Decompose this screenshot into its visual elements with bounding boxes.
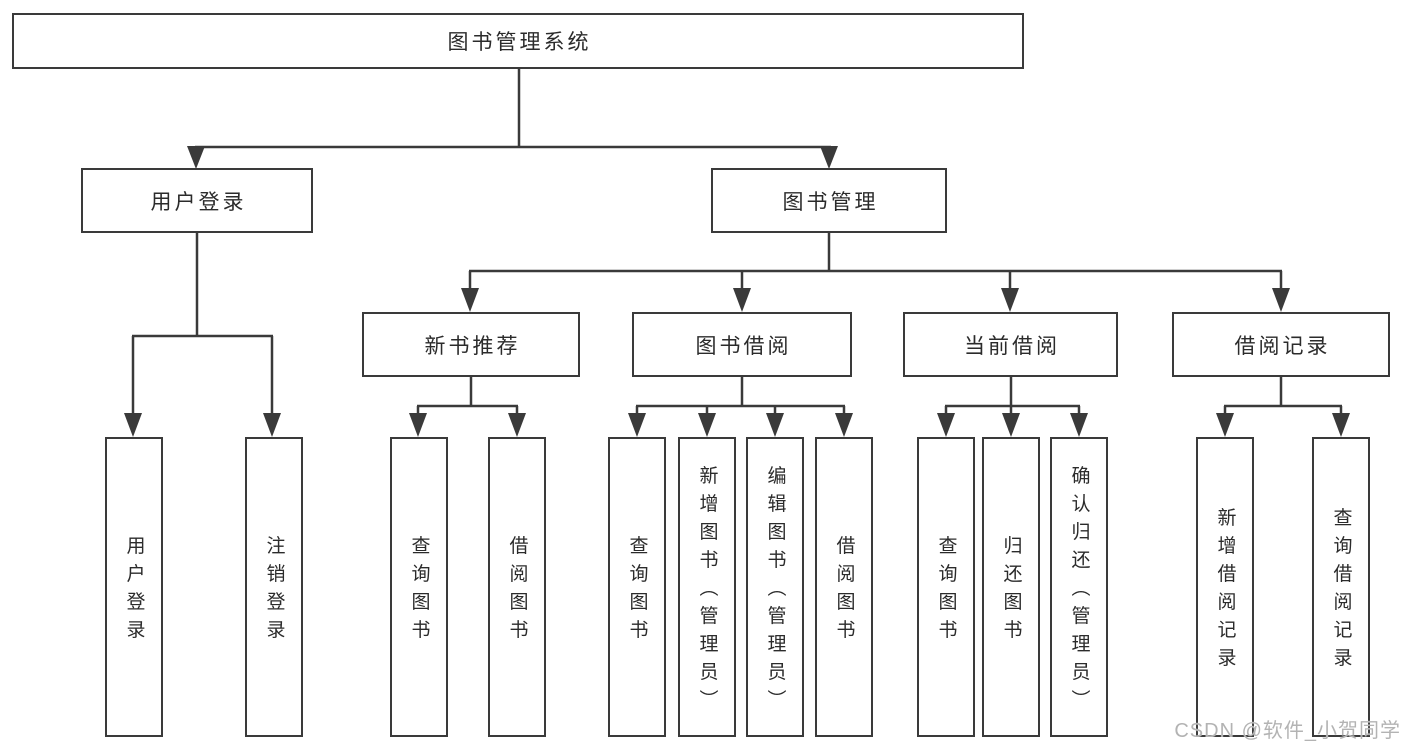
leaf-label: 查询图书 [935,535,957,648]
leaf-label: 归还图书 [1000,535,1022,648]
leaf-user-login: 用户登录 [105,437,163,737]
connector-records-to-leaves [1223,377,1343,421]
leaf-query-books-current: 查询图书 [917,437,975,737]
arrowheads [124,146,1350,437]
leaf-query-borrow-record: 查询借阅记录 [1312,437,1370,737]
node-user-login: 用户登录 [81,168,313,233]
leaf-confirm-return-admin: 确认归还（管理员） [1050,437,1108,737]
leaf-query-books-recommend: 查询图书 [390,437,448,737]
node-borrow-records: 借阅记录 [1172,312,1390,377]
node-book-management-label: 图书管理 [782,190,879,214]
leaf-label: 注销登录 [263,535,285,648]
node-book-borrowing: 图书借阅 [632,312,852,377]
leaf-label: 用户登录 [123,535,145,648]
leaf-label: 确认归还（管理员） [1068,465,1090,718]
leaf-query-books-borrowing: 查询图书 [608,437,666,737]
leaf-label: 查询借阅记录 [1330,507,1352,676]
leaf-add-books-admin: 新增图书（管理员） [678,437,736,737]
connector-newbook-to-leaves [416,377,519,421]
connector-bookmgmt-to-level3 [468,233,1283,296]
node-root: 图书管理系统 [12,13,1024,69]
node-book-borrowing-label: 图书借阅 [695,334,792,358]
leaf-add-borrow-record: 新增借阅记录 [1196,437,1254,737]
node-borrow-records-label: 借阅记录 [1234,334,1331,358]
node-new-book-recommend: 新书推荐 [362,312,580,377]
connector-userlogin-to-leaves [131,233,274,422]
watermark-text: CSDN @软件_小贺同学 [1174,720,1401,742]
connector-borrowing-to-leaves [635,377,846,421]
node-root-label: 图书管理系统 [447,31,592,54]
leaf-label: 编辑图书（管理员） [764,465,786,718]
leaf-label: 查询图书 [626,535,648,648]
node-book-management: 图书管理 [711,168,947,233]
leaf-borrow-books-recommend: 借阅图书 [488,437,546,737]
leaf-label: 查询图书 [408,535,430,648]
node-user-login-label: 用户登录 [150,190,247,214]
leaf-label: 借阅图书 [833,535,855,648]
leaf-label: 新增借阅记录 [1214,507,1236,676]
node-new-book-recommend-label: 新书推荐 [424,334,521,358]
node-current-borrowing-label: 当前借阅 [964,334,1060,358]
connector-root-to-level2 [194,69,831,158]
leaf-label: 新增图书（管理员） [696,465,718,718]
leaf-return-books: 归还图书 [982,437,1040,737]
leaf-borrow-books-borrowing: 借阅图书 [815,437,873,737]
leaf-label: 借阅图书 [506,535,528,648]
leaf-logout: 注销登录 [245,437,303,737]
leaf-edit-books-admin: 编辑图书（管理员） [746,437,804,737]
node-current-borrowing: 当前借阅 [903,312,1118,377]
